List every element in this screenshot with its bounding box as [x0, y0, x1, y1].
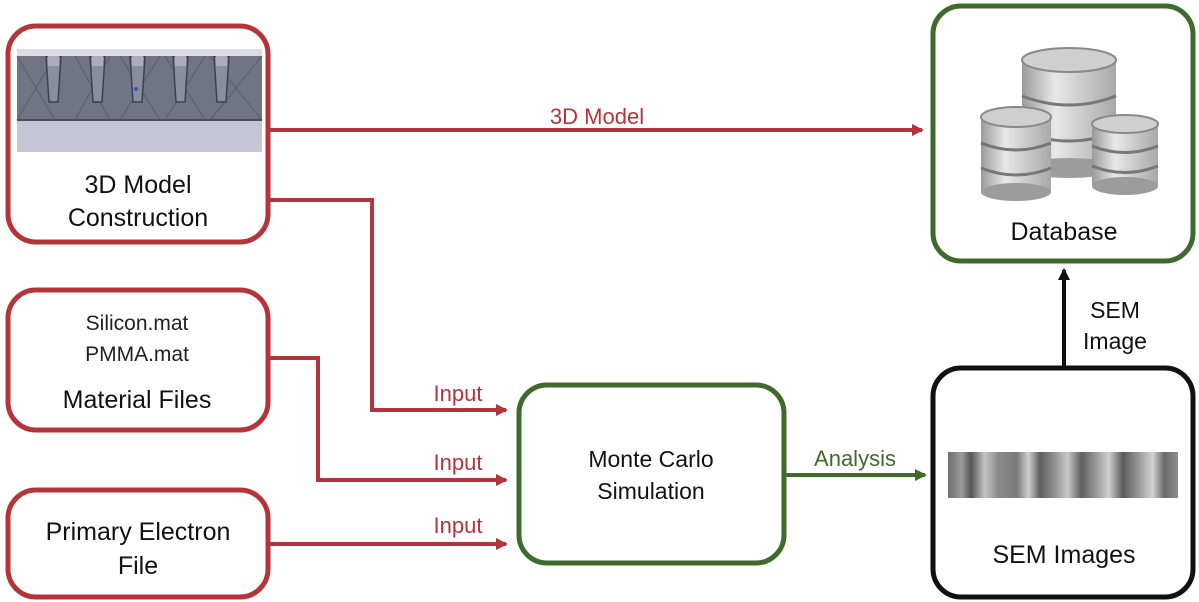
model-construction-line2: Construction — [68, 204, 208, 232]
box-model-construction: 3D Model Construction — [5, 23, 271, 245]
edge-label-input-bottom: Input — [434, 513, 483, 538]
box-sem-images: SEM Images — [930, 365, 1196, 600]
model-thumbnail-image — [16, 49, 263, 152]
edge-label-input-top: Input — [434, 381, 483, 406]
box-primary-electron: Primary Electron File — [5, 487, 271, 600]
database-title: Database — [1010, 218, 1117, 246]
edge-label-3d-model: 3D Model — [550, 104, 644, 129]
box-monte-carlo: Monte Carlo Simulation — [516, 382, 787, 566]
primary-electron-line1: Primary Electron — [46, 518, 231, 546]
edge-label-input-middle: Input — [434, 450, 483, 475]
material-file-silicon: Silicon.mat — [86, 312, 189, 335]
edge-label-sem-image-line1: SEM — [1090, 297, 1140, 323]
edge-material-to-simulation — [268, 356, 508, 486]
edge-label-sem-image-line2: Image — [1083, 328, 1147, 354]
database-icon — [980, 47, 1159, 201]
box-material-files: Silicon.mat PMMA.mat Material Files — [5, 287, 271, 433]
primary-electron-line2: File — [118, 552, 158, 580]
monte-carlo-line1: Monte Carlo — [588, 446, 713, 472]
material-file-pmma: PMMA.mat — [85, 343, 189, 366]
box-database: Database — [930, 3, 1196, 264]
sem-images-title: SEM Images — [992, 541, 1135, 569]
sem-scan-image — [948, 452, 1178, 498]
edge-label-analysis: Analysis — [814, 446, 896, 471]
monte-carlo-line2: Simulation — [597, 478, 704, 504]
model-construction-line1: 3D Model — [85, 171, 192, 199]
material-files-title: Material Files — [63, 386, 212, 414]
edge-model-to-simulation — [268, 198, 508, 416]
connectors — [268, 124, 1070, 550]
